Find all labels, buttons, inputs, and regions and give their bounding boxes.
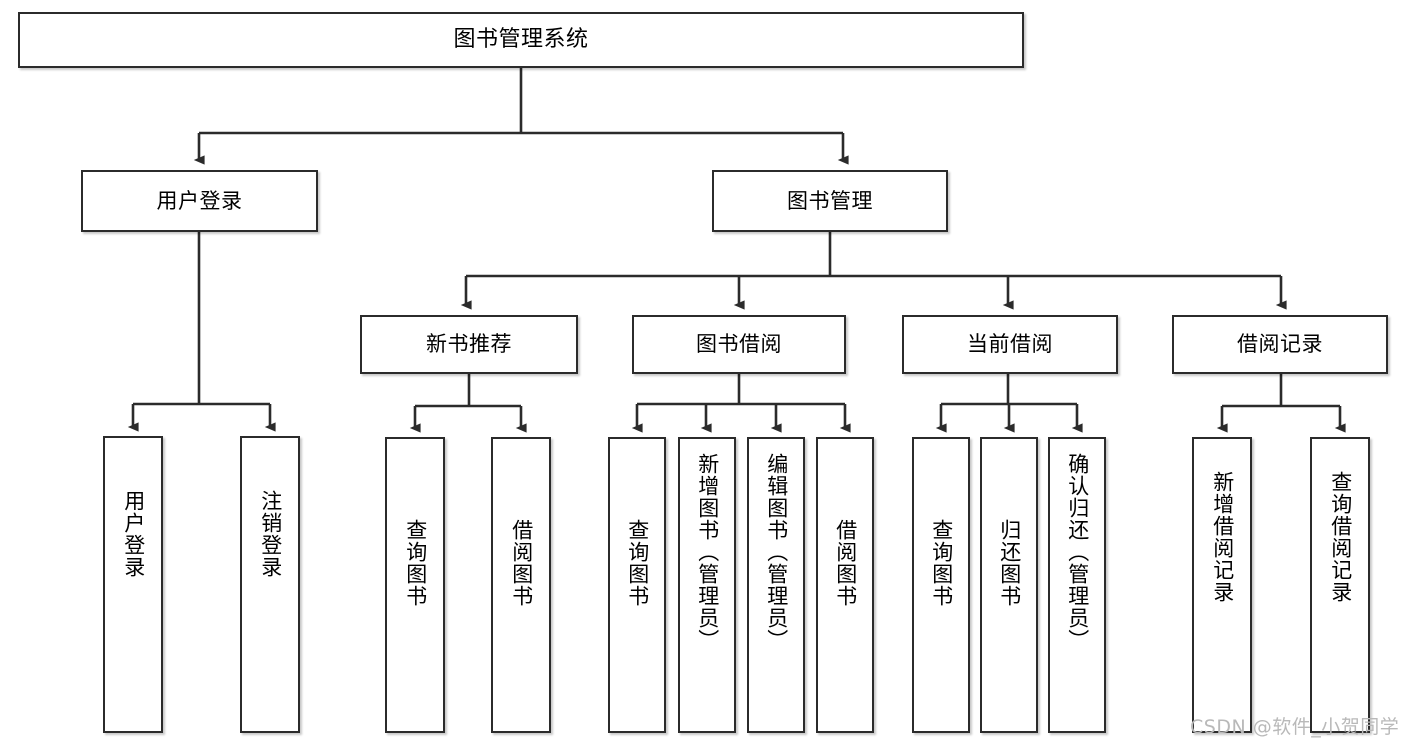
node-user-login[interactable]: 用户登录 bbox=[81, 170, 318, 232]
node-leaf-borrow-book-1-label: 借阅图书 bbox=[509, 519, 534, 607]
node-borrow-record-label: 借阅记录 bbox=[1237, 332, 1323, 357]
node-leaf-query-book-2-label: 查询图书 bbox=[625, 519, 650, 607]
node-current-borrow[interactable]: 当前借阅 bbox=[902, 315, 1118, 374]
node-book-manage-label: 图书管理 bbox=[787, 188, 873, 213]
node-leaf-return-book-label: 归还图书 bbox=[997, 519, 1022, 607]
node-leaf-edit-book[interactable]: 编辑图书（管理员） bbox=[747, 437, 805, 733]
node-new-book-rec-label: 新书推荐 bbox=[426, 332, 512, 357]
node-leaf-query-book-2[interactable]: 查询图书 bbox=[608, 437, 666, 733]
node-leaf-query-book-1[interactable]: 查询图书 bbox=[385, 437, 445, 733]
node-book-borrow-label: 图书借阅 bbox=[696, 332, 782, 357]
node-leaf-query-record-label: 查询借阅记录 bbox=[1328, 471, 1353, 603]
node-leaf-add-book-label: 新增图书（管理员） bbox=[695, 453, 720, 651]
node-leaf-query-book-3-label: 查询图书 bbox=[929, 519, 954, 607]
node-leaf-user-login[interactable]: 用户登录 bbox=[103, 436, 163, 733]
node-leaf-borrow-book-2[interactable]: 借阅图书 bbox=[816, 437, 874, 733]
node-book-manage[interactable]: 图书管理 bbox=[712, 170, 948, 232]
node-leaf-add-book[interactable]: 新增图书（管理员） bbox=[678, 437, 736, 733]
node-leaf-return-book[interactable]: 归还图书 bbox=[980, 437, 1038, 733]
node-leaf-logout-login-label: 注销登录 bbox=[258, 490, 283, 578]
node-new-book-rec[interactable]: 新书推荐 bbox=[360, 315, 578, 374]
node-leaf-borrow-book-2-label: 借阅图书 bbox=[833, 519, 858, 607]
node-leaf-query-record[interactable]: 查询借阅记录 bbox=[1310, 437, 1370, 733]
node-leaf-logout-login[interactable]: 注销登录 bbox=[240, 436, 300, 733]
csdn-watermark: CSDN @软件_小贺同学 bbox=[1190, 716, 1400, 738]
node-leaf-confirm-return[interactable]: 确认归还（管理员） bbox=[1048, 437, 1106, 733]
node-borrow-record[interactable]: 借阅记录 bbox=[1172, 315, 1388, 374]
node-leaf-query-book-3[interactable]: 查询图书 bbox=[912, 437, 970, 733]
node-leaf-edit-book-label: 编辑图书（管理员） bbox=[764, 453, 789, 651]
node-leaf-borrow-book-1[interactable]: 借阅图书 bbox=[491, 437, 551, 733]
node-leaf-user-login-label: 用户登录 bbox=[121, 490, 146, 578]
node-current-borrow-label: 当前借阅 bbox=[967, 332, 1053, 357]
node-leaf-add-record-label: 新增借阅记录 bbox=[1210, 471, 1235, 603]
node-root[interactable]: 图书管理系统 bbox=[18, 12, 1024, 68]
node-root-label: 图书管理系统 bbox=[453, 27, 589, 53]
node-leaf-query-book-1-label: 查询图书 bbox=[403, 519, 428, 607]
node-book-borrow[interactable]: 图书借阅 bbox=[632, 315, 846, 374]
node-leaf-add-record[interactable]: 新增借阅记录 bbox=[1192, 437, 1252, 733]
node-user-login-label: 用户登录 bbox=[156, 188, 243, 213]
node-leaf-confirm-return-label: 确认归还（管理员） bbox=[1065, 453, 1090, 651]
